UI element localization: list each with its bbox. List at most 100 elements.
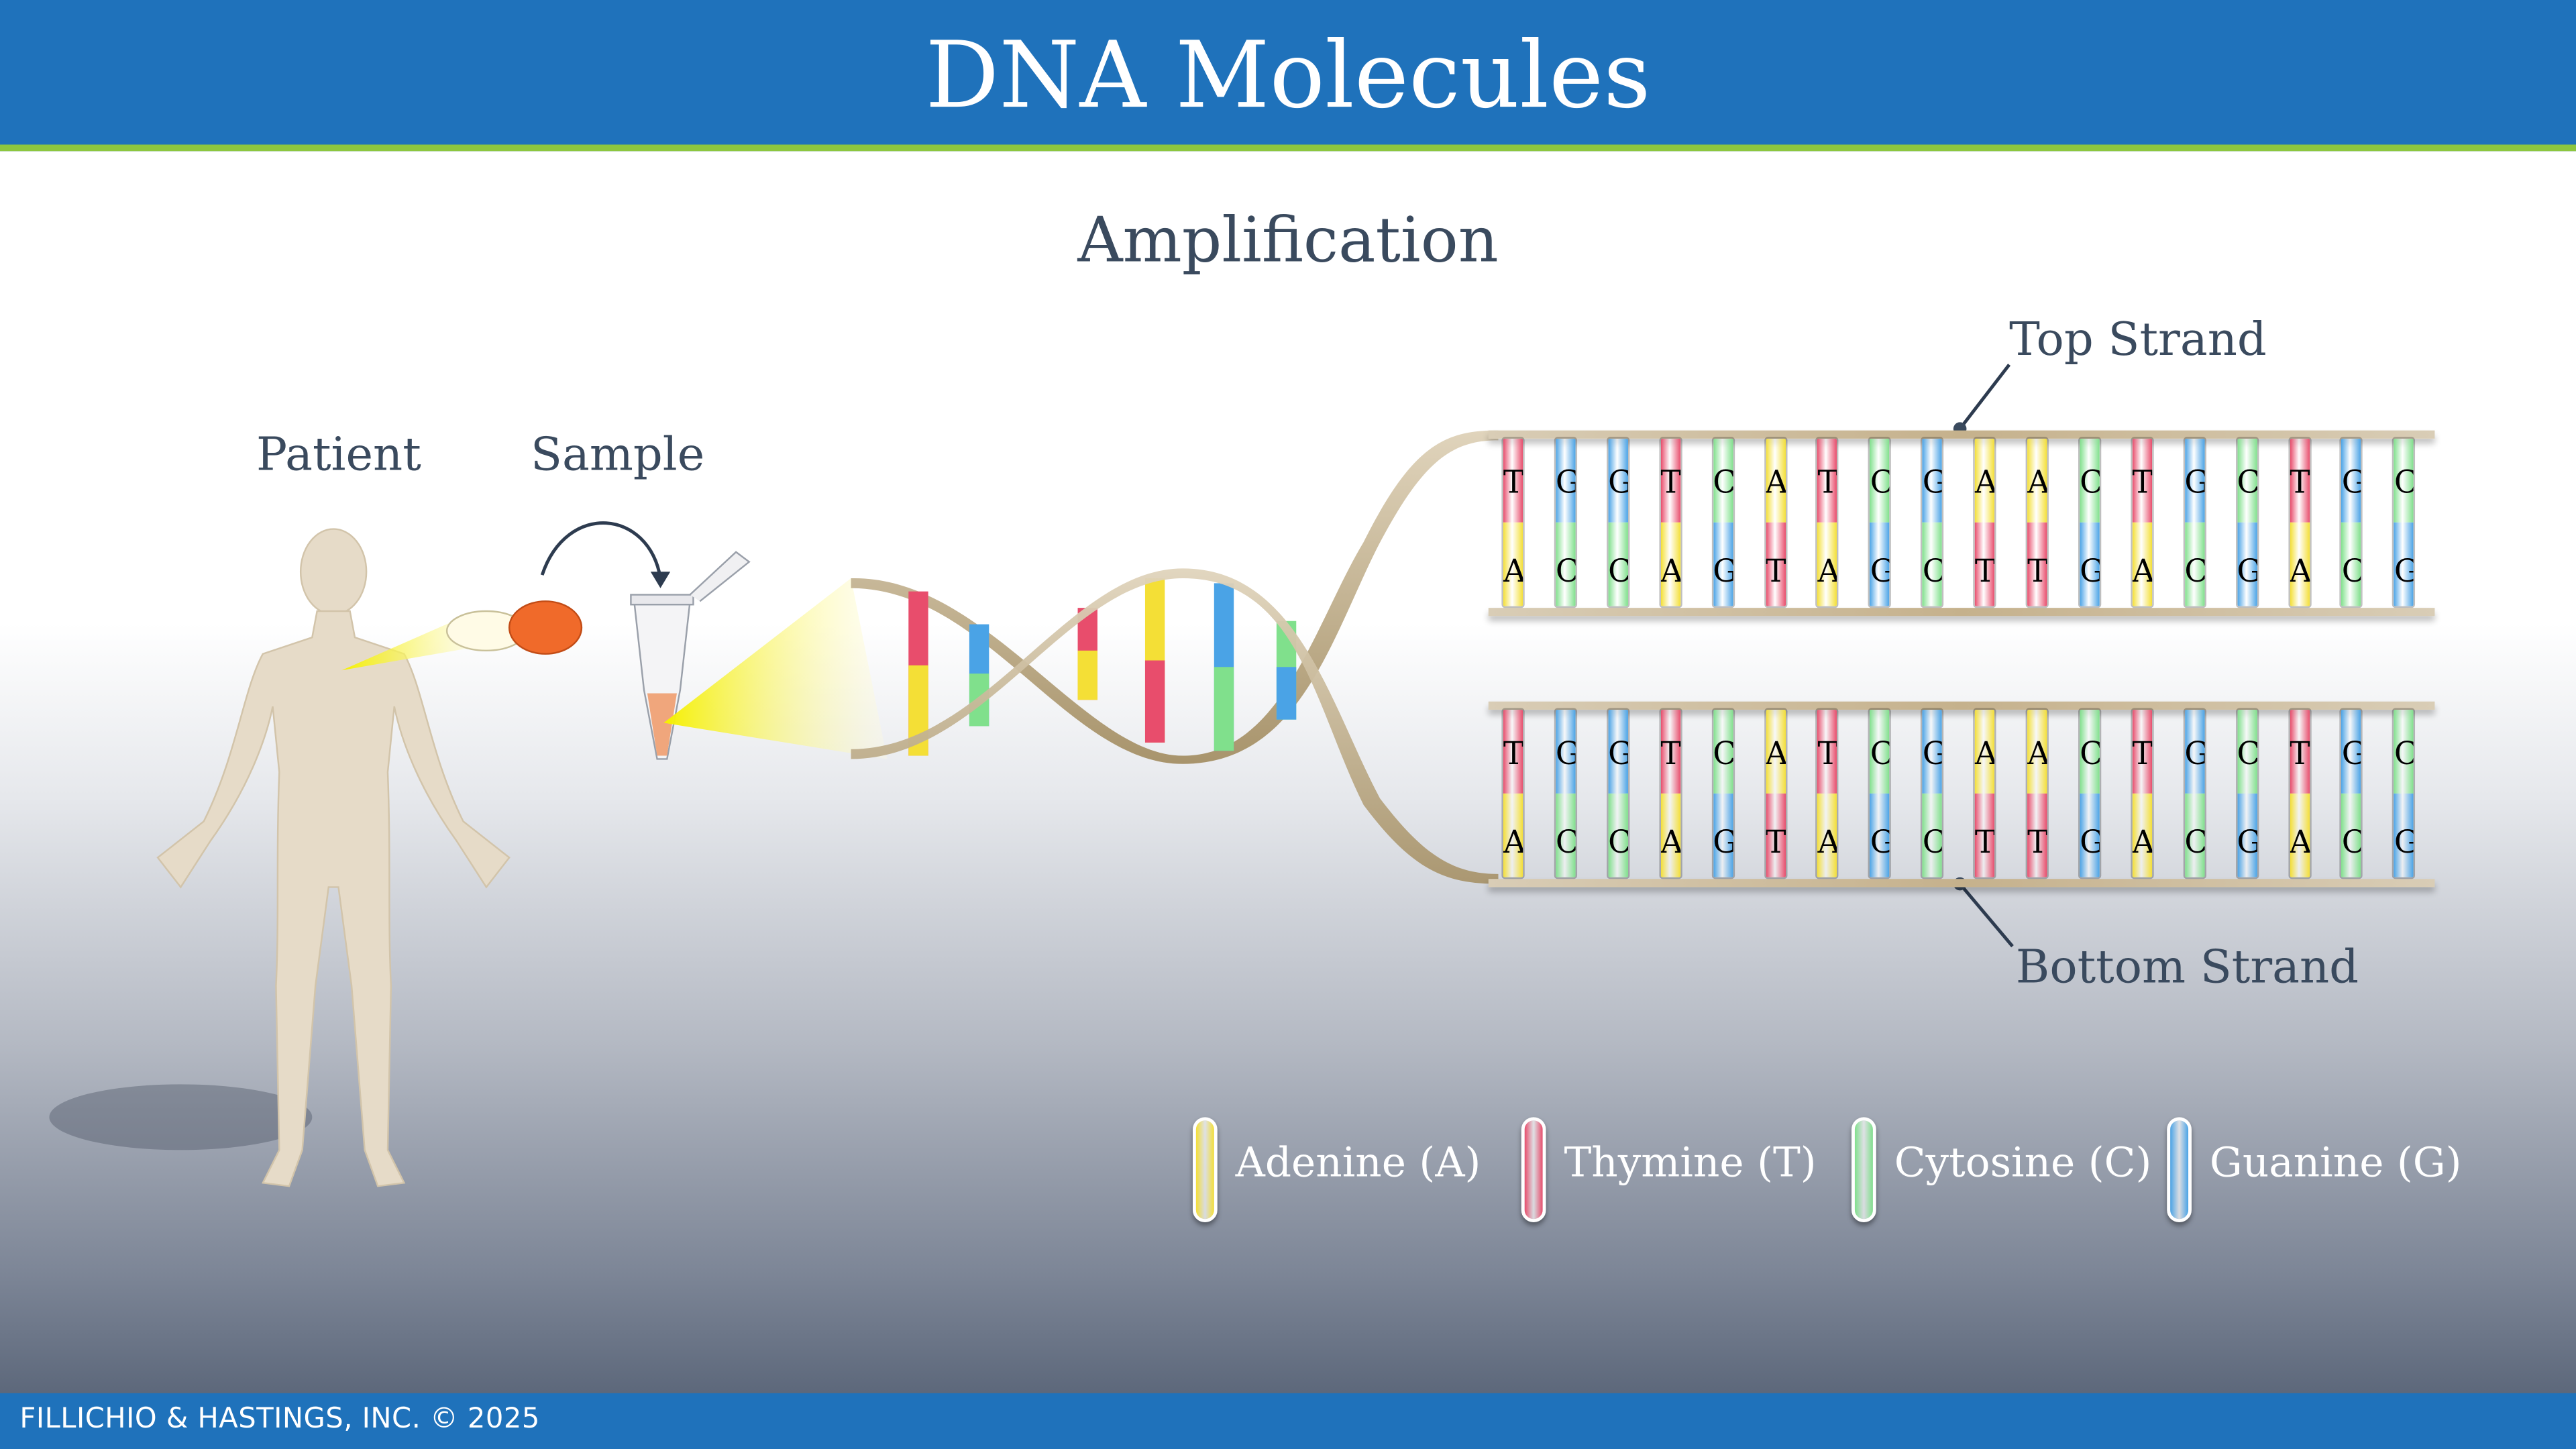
base-letter: T: [2132, 465, 2153, 501]
base-letter: G: [2342, 739, 2361, 771]
base-letter: C: [1713, 468, 1732, 500]
sample-tube-icon: [630, 551, 751, 760]
base-letter: A: [1765, 465, 1787, 501]
footer-copyright: FILLICHIO & HASTINGS, INC. © 2025: [0, 1393, 2576, 1449]
base-letter: T: [2027, 553, 2049, 590]
base-pair: GC: [1921, 708, 1944, 879]
backbone-rail: [1488, 701, 2435, 710]
base-letter: A: [1765, 736, 1787, 773]
patient-label: Patient: [256, 427, 421, 482]
sample-label: Sample: [531, 427, 705, 482]
base-letter: G: [1713, 556, 1732, 588]
base-letter: G: [1556, 468, 1575, 500]
base-letter: G: [1608, 739, 1627, 771]
base-letter: A: [1817, 553, 1839, 590]
base-letter: A: [1503, 824, 1525, 861]
base-letter: G: [2184, 739, 2204, 771]
base-letter: C: [2342, 827, 2361, 859]
base-letter: C: [2184, 556, 2204, 588]
legend-label: Guanine (G): [2209, 1138, 2462, 1187]
base-letter: A: [2132, 553, 2154, 590]
base-letter: G: [1556, 739, 1575, 771]
base-letter: G: [2237, 827, 2257, 859]
base-letter: A: [1974, 465, 1996, 501]
base-pair: CG: [2392, 437, 2416, 608]
base-letter: C: [2237, 468, 2257, 500]
base-pair: CG: [2235, 437, 2259, 608]
bottom-strand-ladder: TAGCGCTACGATTACGGCATATCGTAGCCGTAGCCG: [1488, 701, 2435, 889]
base-letter: T: [1765, 824, 1786, 861]
base-letter: C: [2237, 739, 2257, 771]
base-letter: C: [1870, 739, 1890, 771]
base-swatch-icon: [1521, 1117, 1546, 1223]
base-pair: GC: [1921, 437, 1944, 608]
base-swatch-icon: [1851, 1117, 1876, 1223]
header-bar: DNA Molecules: [0, 0, 2576, 152]
base-letter: T: [1817, 736, 1839, 773]
base-pair: CG: [2078, 708, 2102, 879]
base-letter: C: [1608, 556, 1627, 588]
base-pair: CG: [1711, 437, 1735, 608]
base-letter: G: [2237, 556, 2257, 588]
figure-shadow: [49, 1084, 313, 1150]
base-letter: G: [1713, 827, 1732, 859]
base-letter: C: [2394, 468, 2414, 500]
base-letter: T: [1974, 824, 1996, 861]
base-pair: CG: [2078, 437, 2102, 608]
legend-label: Thymine (T): [1564, 1138, 1817, 1187]
base-pair: CG: [1868, 708, 1892, 879]
base-pair: GC: [1554, 708, 1577, 879]
base-letter: G: [1870, 827, 1890, 859]
base-letter: T: [1503, 736, 1524, 773]
page-title: DNA Molecules: [925, 23, 1651, 130]
base-letter: C: [2342, 556, 2361, 588]
base-letter: A: [1660, 553, 1682, 590]
human-figure-icon: [156, 528, 511, 1187]
backbone-rail: [1488, 608, 2435, 616]
base-letter: C: [1608, 827, 1627, 859]
base-letter: T: [1817, 465, 1839, 501]
base-pair: GC: [1606, 437, 1629, 608]
backbone-rail: [1488, 430, 2435, 439]
base-pair: CG: [1868, 437, 1892, 608]
base-letter: T: [1660, 465, 1682, 501]
legend-label: Cytosine (C): [1894, 1138, 2152, 1187]
base-pair: GC: [2340, 437, 2363, 608]
base-pair: CG: [2235, 708, 2259, 879]
base-swatch-icon: [1192, 1117, 1218, 1223]
base-letter: T: [2132, 736, 2153, 773]
base-letter: G: [2080, 827, 2099, 859]
base-letter: C: [1870, 468, 1890, 500]
base-letter: G: [2394, 556, 2414, 588]
base-letter: C: [1923, 556, 1942, 588]
base-letter: G: [2080, 556, 2099, 588]
base-pair: GC: [1554, 437, 1577, 608]
base-letter: T: [2289, 465, 2310, 501]
base-letter: T: [1503, 465, 1524, 501]
base-letter: A: [1660, 824, 1682, 861]
base-letter: C: [1556, 556, 1575, 588]
base-pair: GC: [2182, 437, 2206, 608]
base-pair: GC: [2182, 708, 2206, 879]
subtitle: Amplification: [1077, 203, 1499, 276]
base-letter: C: [1923, 827, 1942, 859]
base-letter: C: [2080, 468, 2099, 500]
backbone-rail: [1488, 879, 2435, 888]
base-letter: T: [1765, 553, 1786, 590]
base-letter: C: [1556, 827, 1575, 859]
base-letter: C: [1713, 739, 1732, 771]
